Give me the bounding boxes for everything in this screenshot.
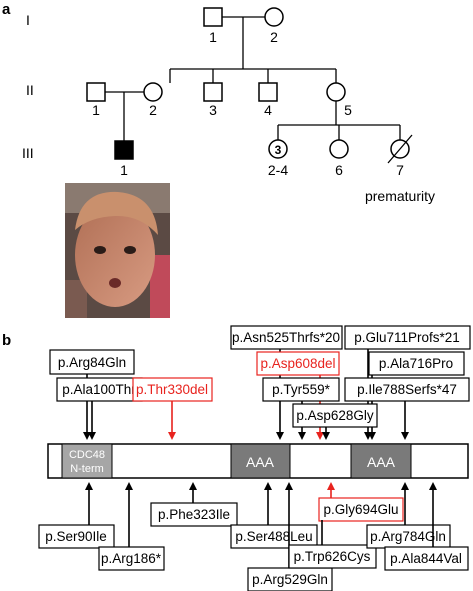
pedigree-female-iii6 <box>329 139 349 159</box>
variant-ser488leu: p.Ser488Leu <box>230 482 318 549</box>
variant-label-tyr559: p.Tyr559* <box>272 382 331 397</box>
pedigree-id-i1: 1 <box>209 29 217 45</box>
pedigree-female-ii2 <box>143 82 163 102</box>
pedigree-lines <box>105 16 401 141</box>
generation-label-i: I <box>26 12 30 28</box>
variant-asp608del: p.Asp608del <box>256 351 340 440</box>
cdc48-label-line2: N-term <box>70 463 104 475</box>
pedigree-id-iii1: 1 <box>120 162 128 178</box>
variant-trp626cys: p.Trp626Cys <box>288 520 377 569</box>
variant-arg529gln: p.Arg529Gln <box>247 482 333 591</box>
variant-label-asn525thrfs: p.Asn525Thrfs*20 <box>232 330 340 345</box>
pedigree-male-ii3 <box>203 82 223 102</box>
generation-labels: I II III <box>22 12 34 161</box>
variant-phe323ile: p.Phe323Ile <box>150 482 238 527</box>
pedigree-id-ii5: 5 <box>344 102 352 118</box>
variant-label-asp628gly: p.Asp628Gly <box>296 408 374 423</box>
pedigree-male-ii4 <box>258 82 278 102</box>
generation-label-iii: III <box>22 145 34 161</box>
pedigree-id-ii3: 3 <box>209 102 217 118</box>
pedigree-id-iii2-4: 2-4 <box>268 162 288 178</box>
aaa-domain-1 <box>230 443 291 479</box>
deceased-slash <box>387 134 413 164</box>
aaa-domain-2 <box>350 443 412 479</box>
variant-ala844val: p.Ala844Val <box>384 482 469 571</box>
pedigree-deceased-female-iii7 <box>390 139 410 159</box>
panel-a-label: a <box>2 1 11 18</box>
variant-label-arg186: p.Arg186* <box>101 551 162 566</box>
variant-label-ala844val: p.Ala844Val <box>390 551 462 566</box>
pedigree-female-ii5 <box>326 82 346 102</box>
patient-photo <box>65 183 170 318</box>
variant-label-arg784gln: p.Arg784Gln <box>370 529 446 544</box>
variant-asn525thrfs: p.Asn525Thrfs*20 <box>230 325 343 440</box>
variant-ala100thr: p.Ala100Thr <box>56 377 143 440</box>
pedigree-male-ii1 <box>86 82 106 102</box>
pedigree-male-i1 <box>203 7 223 27</box>
variant-label-ile788serfs: p.Ile788Serfs*47 <box>357 382 457 397</box>
variant-ile788serfs: p.Ile788Serfs*47 <box>344 377 470 440</box>
variant-label-phe323ile: p.Phe323Ile <box>158 507 230 522</box>
variant-label-arg529gln: p.Arg529Gln <box>252 572 328 587</box>
panel-b-label: b <box>2 332 11 349</box>
variant-arg784gln: p.Arg784Gln <box>366 482 451 549</box>
pedigree-id-iii7: 7 <box>396 162 404 178</box>
pedigree-affected-male-iii1 <box>114 140 134 160</box>
variant-label-ser90ile: p.Ser90Ile <box>45 529 107 544</box>
pedigree-id-i2: 2 <box>270 29 278 45</box>
cdc48-nterm-domain <box>61 443 113 479</box>
variant-label-glu711profs: p.Glu711Profs*21 <box>354 330 460 345</box>
pedigree-id-ii4: 4 <box>264 102 272 118</box>
variant-arg186: p.Arg186* <box>98 482 165 571</box>
pedigree-id-iii6: 6 <box>335 162 343 178</box>
variant-label-thr330del: p.Thr330del <box>136 382 208 397</box>
variant-tyr559: p.Tyr559* <box>262 377 340 440</box>
variant-label-arg84gln: p.Arg84Gln <box>58 355 126 370</box>
variant-label-ala100thr: p.Ala100Thr <box>62 382 136 397</box>
variant-label-ser488leu: p.Ser488Leu <box>235 529 312 544</box>
aaa-domain-1-label: AAA <box>246 454 275 470</box>
protein-schematic: CDC48 N-term AAA AAA <box>47 443 469 479</box>
variant-label-ala716pro: p.Ala716Pro <box>379 356 453 371</box>
variant-arg84gln: p.Arg84Gln <box>49 349 135 440</box>
variant-label-gly694glu: p.Gly694Glu <box>323 502 398 517</box>
prematurity-note: prematurity <box>365 188 435 204</box>
variant-ser90ile: p.Ser90Ile <box>38 482 115 549</box>
pedigree-count-iii2-4: 3 <box>275 143 282 157</box>
variant-label-asp608del: p.Asp608del <box>260 356 335 371</box>
variant-thr330del: p.Thr330del <box>132 377 213 440</box>
pedigree-female-iii2-4 <box>268 139 288 159</box>
cdc48-label-line1: CDC48 <box>69 449 105 461</box>
aaa-domain-2-label: AAA <box>367 454 396 470</box>
variant-asp628gly: p.Asp628Gly <box>292 403 378 440</box>
variant-gly694glu: p.Gly694Glu <box>318 482 404 522</box>
pedigree-id-ii2: 2 <box>149 102 157 118</box>
pedigree-id-ii1: 1 <box>92 102 100 118</box>
pedigree-female-i2 <box>264 7 284 27</box>
generation-label-ii: II <box>26 82 34 98</box>
variant-label-trp626cys: p.Trp626Cys <box>294 549 371 564</box>
